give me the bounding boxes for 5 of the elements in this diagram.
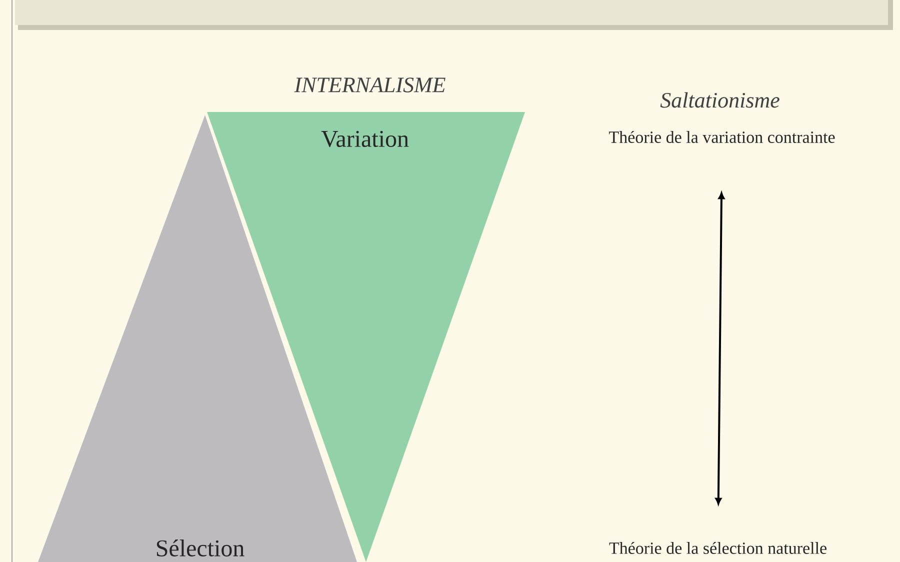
heading: Saltationisme	[660, 92, 780, 108]
theory-label: Théorie de la variation contrainte	[609, 131, 835, 143]
heading: INTERNALISME	[294, 78, 446, 92]
double-arrow	[715, 192, 725, 505]
theory-label: Théorie de la sélection naturelle	[609, 542, 826, 554]
